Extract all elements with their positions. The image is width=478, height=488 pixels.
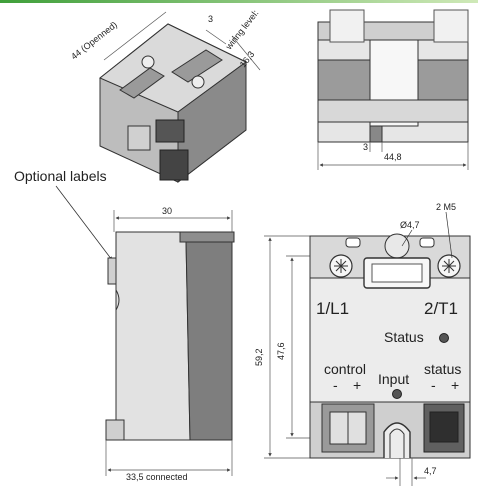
- top-view: 3 44,8: [317, 9, 469, 170]
- wiring-label: wiring level:: [223, 8, 260, 52]
- accent-bar: [0, 0, 478, 3]
- screw-label: 2 M5: [436, 202, 456, 212]
- status-plus: +: [451, 377, 459, 393]
- wiring-value: 16,3: [238, 49, 257, 69]
- input-label: Input: [378, 371, 409, 387]
- top-small-dim: 3: [363, 142, 368, 152]
- status-led-label: Status: [384, 329, 424, 345]
- control-minus: -: [333, 377, 338, 393]
- top-width-dim: 44,8: [384, 152, 402, 162]
- input-led-indicator: [392, 389, 402, 399]
- opened-dim-label: 44 (Openned): [69, 19, 119, 61]
- control-label: control: [324, 361, 366, 377]
- side-top-dim: 30: [162, 206, 172, 216]
- status-minus: -: [431, 377, 436, 393]
- gap-dim-label: 3: [208, 14, 213, 24]
- front-bottom-dim: 4,7: [424, 466, 437, 476]
- isometric-view: 44 (Openned) 3 wiring level: 16,3: [69, 8, 261, 184]
- hole-label: Ø4,7: [400, 220, 420, 230]
- status-led-indicator: [439, 333, 449, 343]
- terminal-right-label: 2/T1: [424, 299, 458, 318]
- front-view: 59,2 47,6 2 M5 Ø4,7 1/L1 2/T1 Status con…: [254, 202, 471, 486]
- front-height-inner: 47,6: [276, 342, 286, 360]
- optional-labels-callout: Optional labels: [14, 168, 107, 184]
- side-view: Optional labels 30 33,5 connected: [14, 168, 235, 482]
- side-bottom-dim: 33,5 connected: [126, 472, 188, 482]
- control-plus: +: [353, 377, 361, 393]
- terminal-left-label: 1/L1: [316, 299, 349, 318]
- front-height-outer: 59,2: [254, 348, 264, 366]
- status-terminal-label: status: [424, 361, 461, 377]
